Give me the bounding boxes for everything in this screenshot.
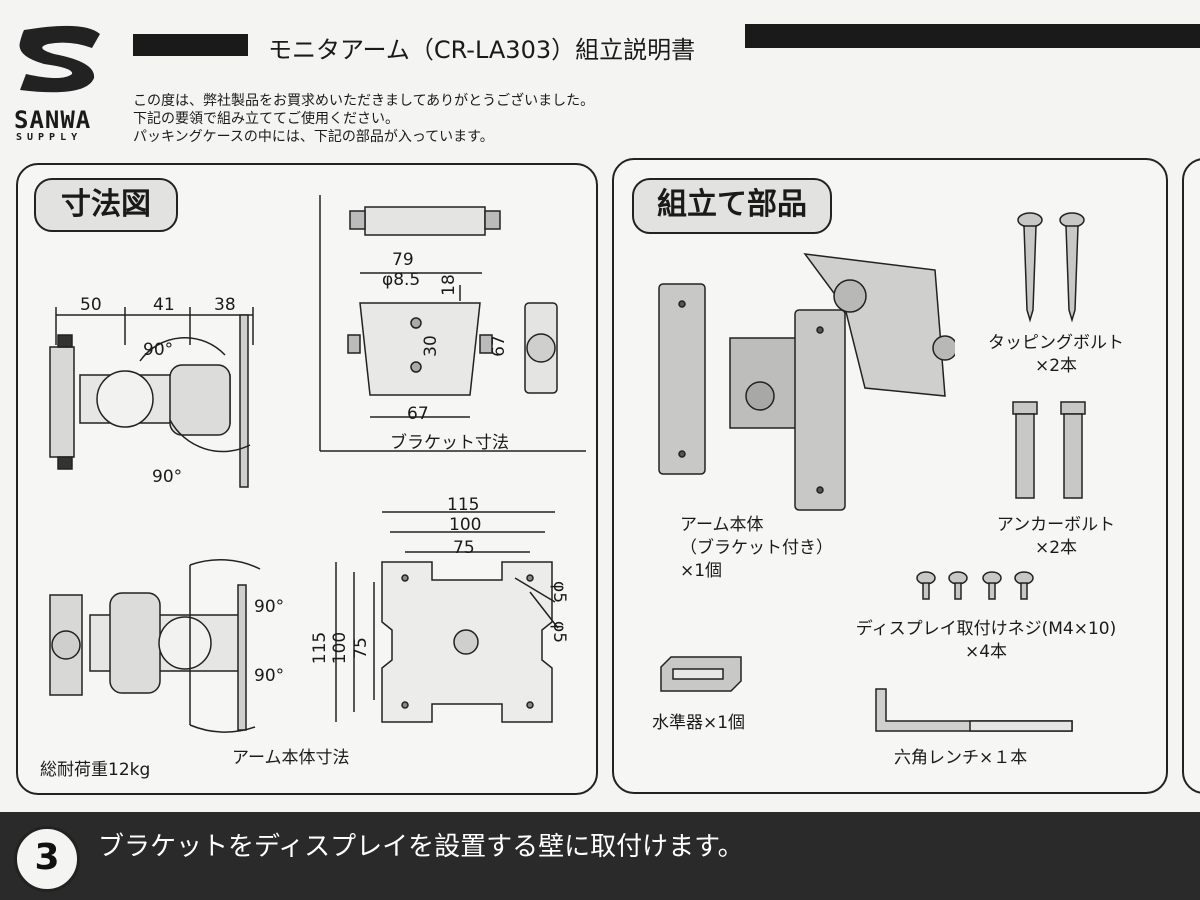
plate-height-115: 115 — [310, 631, 331, 665]
part-hex-wrench: 六角レンチ×１本 — [894, 748, 1028, 768]
step-number: 3 — [14, 826, 80, 892]
dim-top-50: 50 — [80, 295, 102, 315]
arm-plate-caption: アーム本体寸法 — [232, 748, 350, 768]
plate-width-75: 75 — [453, 538, 475, 558]
intro-line: パッキングケースの中には、下記の部品が入っています。 — [133, 129, 494, 145]
plate-hole-1: φ5 — [549, 580, 570, 604]
title-bar-left — [133, 34, 248, 56]
bracket-height-mid: 30 — [420, 335, 441, 357]
anchor-bolt-image — [1012, 401, 1086, 499]
dim-top-41: 41 — [153, 295, 175, 315]
bracket-height-side: 67 — [488, 335, 509, 357]
side-angle-top: 90° — [254, 597, 285, 617]
bracket-hole-dia: φ8.5 — [382, 270, 421, 290]
intro-line: この度は、弊社製品をお買求めいただきましてありがとうございました。 — [133, 93, 595, 109]
part-label-line: アーム本体 — [680, 515, 764, 535]
part-label-line: ×2本 — [1034, 538, 1078, 558]
hex-wrench-image — [875, 688, 1073, 732]
top-view-drawing — [49, 307, 254, 488]
next-panel-edge — [1182, 158, 1200, 794]
step-instruction: ブラケットをディスプレイを設置する壁に取付けます。 — [98, 832, 744, 862]
part-label-line: アンカーボルト — [996, 515, 1116, 535]
arm-plate-drawing — [335, 511, 559, 723]
bracket-caption: ブラケット寸法 — [390, 433, 509, 453]
part-label-line: ディスプレイ取付けネジ(M4×10) — [855, 619, 1117, 639]
part-display-screw: ディスプレイ取付けネジ(M4×10) ×4本 — [826, 618, 1146, 664]
part-label-line: タッピングボルト — [988, 333, 1124, 353]
dim-top-38: 38 — [214, 295, 236, 315]
intro-text: この度は、弊社製品をお買求めいただきましてありがとうございました。 下記の要領で… — [133, 92, 594, 146]
brand-sub: SUPPLY — [16, 132, 83, 143]
plate-width-115: 115 — [447, 495, 480, 515]
page-title: モニタアーム（CR-LA303）組立説明書 — [268, 36, 696, 64]
tapping-bolt-image — [1017, 212, 1085, 323]
bracket-width-top: 79 — [392, 250, 414, 270]
plate-height-100: 100 — [330, 631, 351, 665]
part-label-line: ×4本 — [964, 642, 1008, 662]
brand-main: SANWA — [14, 106, 92, 134]
brand-logo: SANWA SUPPLY — [14, 22, 106, 148]
bracket-height-small: 18 — [438, 274, 459, 296]
plate-hole-2: φ5 — [549, 620, 570, 644]
title-bar-right — [745, 24, 1200, 48]
bracket-drawing — [319, 195, 586, 452]
part-arm-body: アーム本体 （ブラケット付き） ×1個 — [680, 514, 833, 583]
side-angle-bottom: 90° — [254, 666, 285, 686]
bracket-width-bottom: 67 — [407, 404, 429, 424]
part-label-line: （ブラケット付き） — [680, 538, 833, 558]
part-tapping-bolt: タッピングボルト ×2本 — [976, 332, 1136, 378]
plate-width-100: 100 — [449, 515, 482, 535]
parts-section-title: 組立て部品 — [632, 178, 832, 234]
intro-line: 下記の要領で組み立ててご使用ください。 — [133, 111, 399, 127]
total-load-label: 総耐荷重12kg — [40, 760, 151, 780]
side-view-drawing — [49, 559, 261, 733]
part-label-line: ×1個 — [680, 561, 723, 581]
part-anchor-bolt: アンカーボルト ×2本 — [976, 514, 1136, 560]
display-screw-image — [916, 571, 1034, 600]
arm-body-part-image — [658, 253, 955, 511]
sanwa-logo-icon — [19, 25, 100, 93]
dim-top-angle-top: 90° — [143, 340, 174, 360]
part-spirit-level: 水準器×1個 — [652, 713, 746, 733]
spirit-level-image — [660, 656, 742, 692]
dim-top-angle-bottom: 90° — [152, 467, 183, 487]
dimensions-section-title: 寸法図 — [34, 178, 178, 232]
plate-height-75: 75 — [350, 637, 371, 659]
step-bar — [0, 812, 1200, 900]
part-label-line: ×2本 — [1034, 356, 1078, 376]
